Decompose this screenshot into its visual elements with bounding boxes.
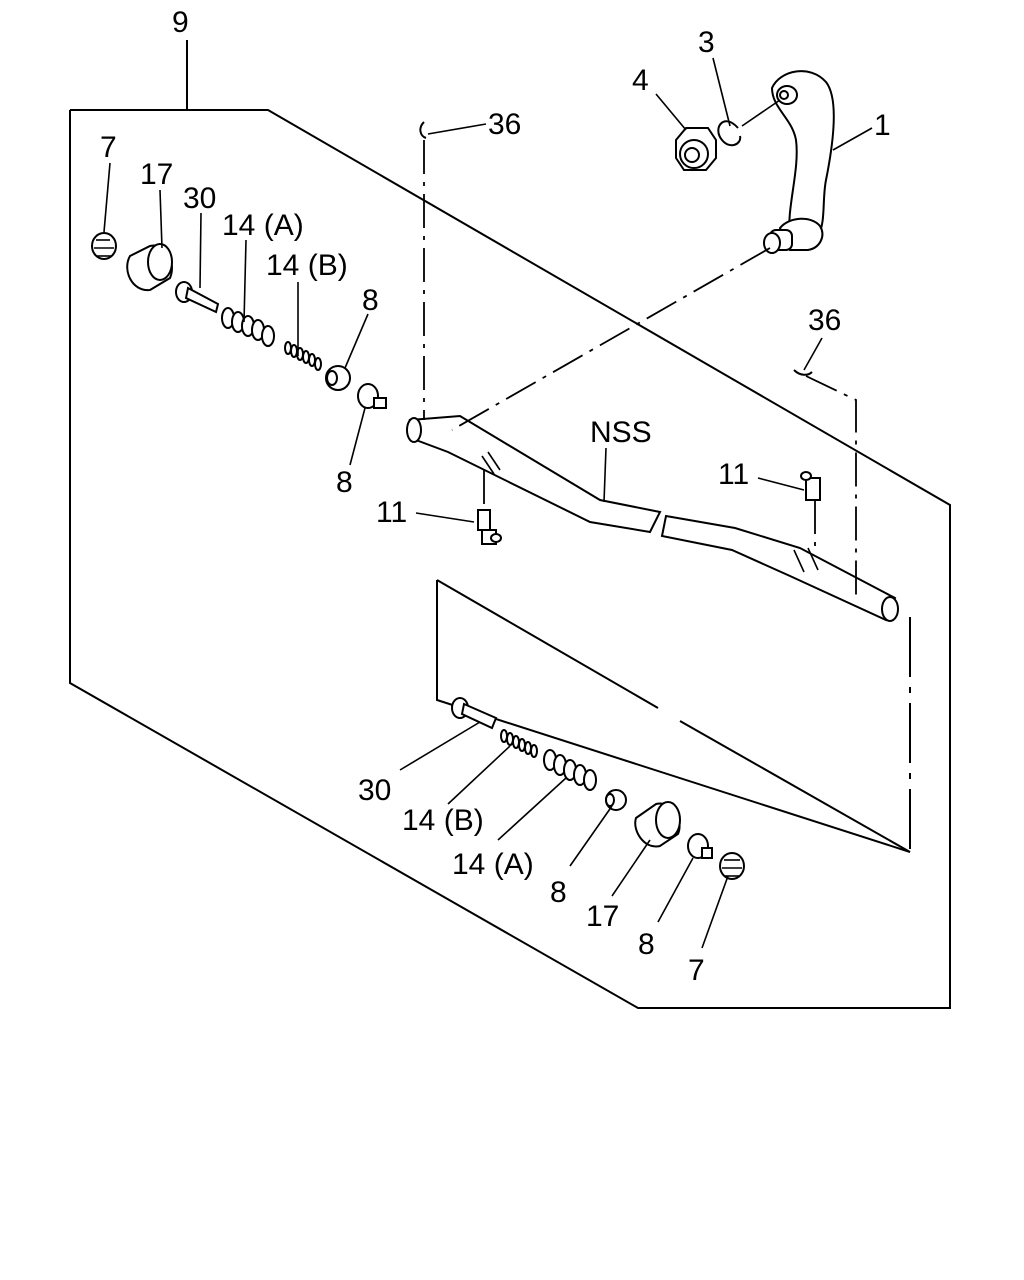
inner-outline xyxy=(436,579,911,853)
label-9: 9 xyxy=(172,6,189,39)
label-3: 3 xyxy=(698,26,715,59)
alignment-lines xyxy=(423,140,857,600)
label-30-top: 30 xyxy=(183,182,216,215)
label-36-top: 36 xyxy=(488,108,521,141)
label-14a-bottom: 14 (A) xyxy=(452,848,534,881)
grease-fitting-right xyxy=(800,471,821,501)
seat-top-b xyxy=(357,383,387,409)
label-17-bottom: 17 xyxy=(586,900,619,933)
label-nss: NSS xyxy=(590,416,652,449)
pin-top xyxy=(175,281,220,314)
label-4: 4 xyxy=(632,64,649,97)
relay-rod xyxy=(406,414,899,622)
label-36-right: 36 xyxy=(808,304,841,337)
seat-bottom-a xyxy=(605,789,627,811)
spring-a-top xyxy=(221,307,275,347)
cap-bottom xyxy=(634,801,681,848)
label-14b-bottom: 14 (B) xyxy=(402,804,484,837)
seat-top-a xyxy=(325,365,351,391)
cotter-pin-top xyxy=(419,121,487,139)
spring-b-top xyxy=(284,341,322,371)
pin-bottom xyxy=(451,697,498,730)
plug-top xyxy=(91,232,117,260)
cotter-pin-right xyxy=(793,337,823,376)
spring-a-bottom xyxy=(543,749,597,791)
plug-bottom xyxy=(719,852,745,880)
label-8-top-a: 8 xyxy=(362,284,379,317)
label-11-left: 11 xyxy=(376,496,407,529)
lock-washer xyxy=(717,99,781,147)
label-14a-top: 14 (A) xyxy=(222,209,304,242)
label-8-top-b: 8 xyxy=(336,466,353,499)
leader-lines xyxy=(103,57,873,949)
label-11-right: 11 xyxy=(718,458,749,491)
label-7-top: 7 xyxy=(100,131,117,164)
label-8-bottom-b: 8 xyxy=(638,928,655,961)
grease-fitting-left xyxy=(477,509,502,545)
label-8-bottom-a: 8 xyxy=(550,876,567,909)
assembly-outline xyxy=(69,40,951,1009)
nut xyxy=(675,127,717,171)
pitman-arm xyxy=(763,70,835,254)
label-17-top: 17 xyxy=(140,158,173,191)
label-1: 1 xyxy=(874,109,891,142)
label-14b-top: 14 (B) xyxy=(266,249,348,282)
cap-top xyxy=(126,243,173,292)
callout-labels: 9 3 4 1 36 36 7 17 30 14 (A) 14 (B) 8 8 … xyxy=(100,6,891,987)
label-7-bottom: 7 xyxy=(688,954,705,987)
label-30-bottom: 30 xyxy=(358,774,391,807)
seat-bottom-b xyxy=(687,833,713,859)
spring-b-bottom xyxy=(500,729,538,758)
